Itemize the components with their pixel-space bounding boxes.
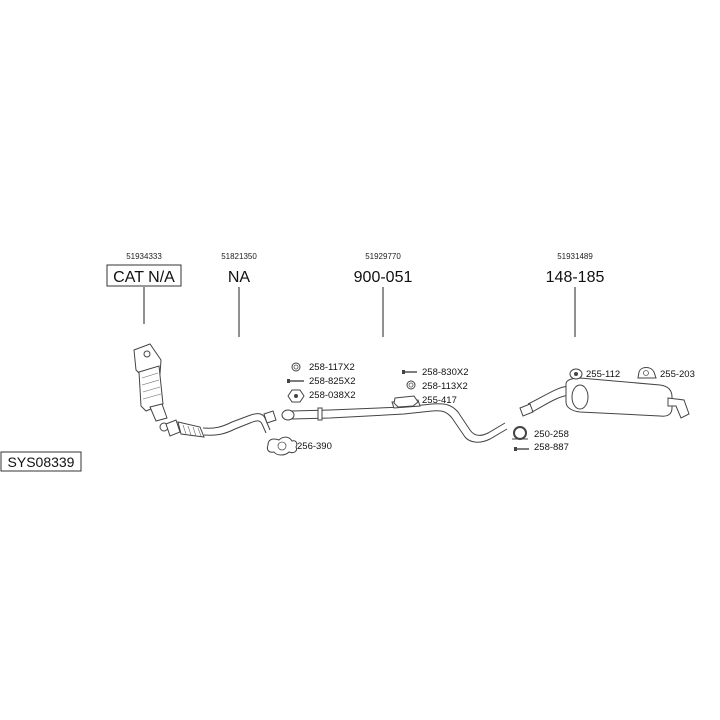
fitting-label: 258-117X2	[309, 362, 355, 373]
oe-number-front-pipe: 51821350	[221, 252, 257, 261]
ring-gasket-inner-icon	[293, 364, 299, 370]
oe-number-catalyst: 51934333	[126, 252, 162, 261]
part-number-rear-silencer: 148-185	[546, 269, 605, 286]
part-number-front-pipe: NA	[228, 269, 251, 286]
nut-hole-icon	[294, 394, 298, 398]
fitting-label: 250-258	[534, 429, 569, 440]
fitting-label: 258-887	[534, 442, 569, 453]
flange-gasket-icon	[266, 436, 298, 456]
ring-gasket-inner-icon	[408, 382, 414, 388]
flange-gasket-hole-icon	[277, 441, 287, 451]
front-pipe-drawing	[165, 410, 277, 438]
catalytic-converter-drawing	[133, 343, 169, 432]
bolt-head-icon	[402, 370, 405, 374]
fitting-label: 258-038X2	[309, 390, 355, 401]
part-number-centre-pipe: 900-051	[354, 269, 413, 286]
fitting-label: 258-825X2	[309, 376, 355, 387]
catalyst-label-box	[106, 264, 182, 287]
bolt-head-icon	[287, 379, 290, 383]
hanger-bracket-icon	[637, 367, 657, 379]
ring-gasket-icon	[406, 380, 416, 390]
ring-gasket-icon	[291, 362, 301, 372]
fitting-label: 255-417	[422, 395, 457, 406]
oe-number-centre-pipe: 51929770	[365, 252, 401, 261]
pipe-clamp-icon	[513, 426, 527, 440]
hanger-bracket-hole-icon	[643, 370, 649, 376]
rear-silencer-drawing	[519, 377, 690, 419]
bolt-head-icon	[514, 447, 517, 451]
fitting-label: 255-112	[586, 369, 620, 380]
mounting-bracket-icon	[393, 395, 419, 408]
system-code-box	[0, 451, 82, 472]
fitting-label: 255-203	[660, 369, 695, 380]
oe-number-rear-silencer: 51931489	[557, 252, 593, 261]
rubber-mount-hole-icon	[574, 372, 578, 376]
fitting-label: 258-830X2	[422, 367, 468, 378]
system-code: SYS08339	[8, 454, 75, 470]
part-number-catalyst: CAT N/A	[113, 269, 175, 286]
centre-pipe-drawing	[281, 399, 508, 443]
fitting-label: 256-390	[297, 441, 332, 452]
fitting-label: 258-113X2	[422, 381, 468, 392]
